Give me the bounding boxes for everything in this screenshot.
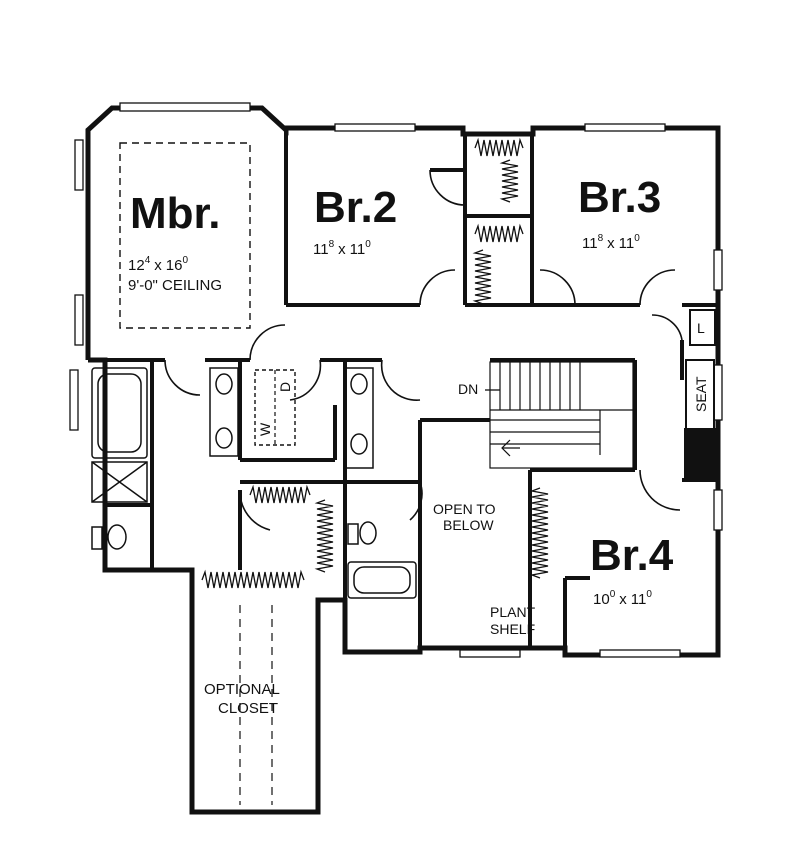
room-name-br4: Br.4 — [590, 531, 674, 580]
room-name-mbr: Mbr. — [130, 189, 220, 238]
optional-closet-label: OPTIONAL — [204, 681, 280, 698]
open-to-below-label: OPEN TO — [433, 501, 496, 517]
open-to-below-label-2: BELOW — [443, 517, 494, 533]
interior-walls — [105, 128, 718, 652]
seat-label: SEAT — [693, 376, 709, 412]
optional-closet-lines — [239, 605, 273, 805]
linen-label: L — [697, 320, 705, 336]
windows — [69, 102, 723, 658]
down-label: DN — [458, 381, 478, 397]
room-name-br2: Br.2 — [314, 183, 397, 232]
fixtures — [91, 367, 417, 599]
doors — [164, 169, 683, 531]
closet-rods — [201, 137, 549, 589]
stairs — [489, 361, 634, 469]
plant-shelf-label: PLANT — [490, 604, 536, 620]
dryer-label: D — [277, 382, 293, 392]
ceiling-outline — [119, 142, 251, 329]
plant-shelf-label-2: SHELF — [490, 621, 535, 637]
optional-closet-label-2: CLOSET — [218, 700, 278, 717]
room-name-br3: Br.3 — [578, 173, 661, 222]
room-note-mbr: 9'-0" CEILING — [128, 277, 222, 294]
laundry-outline — [254, 369, 296, 446]
washer-label: W — [257, 422, 273, 436]
